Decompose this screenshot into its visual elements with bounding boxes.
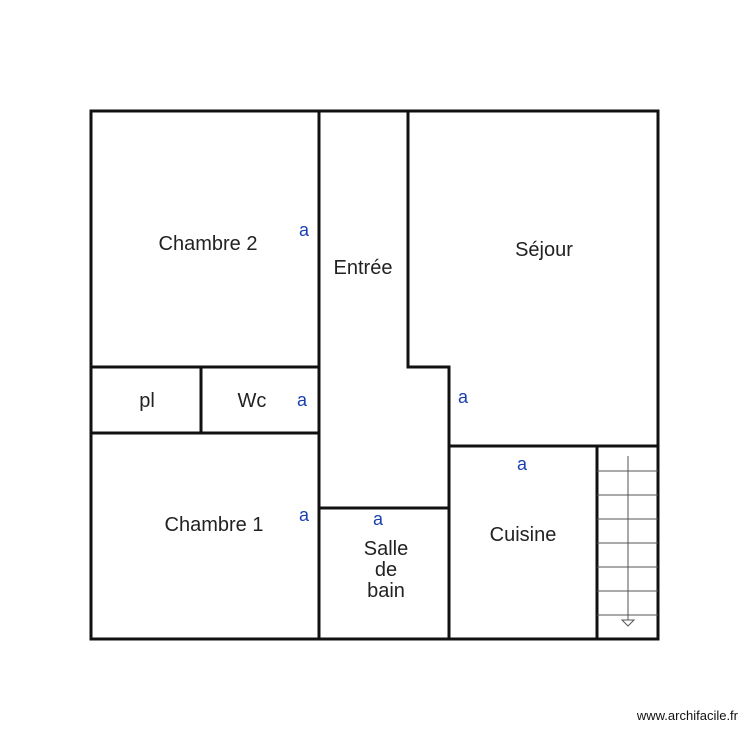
room-label-salle-de-bain-line3: bain [367, 580, 405, 602]
room-label-cuisine: Cuisine [490, 524, 557, 546]
room-label-sejour: Séjour [515, 239, 573, 261]
room-label-salle-de-bain-line1: Salle [364, 538, 408, 560]
marker-salle-de-bain: a [373, 509, 384, 529]
watermark: www.archifacile.fr [636, 708, 738, 723]
marker-wc: a [297, 390, 308, 410]
room-label-wc: Wc [238, 390, 267, 412]
marker-chambre-1: a [299, 505, 310, 525]
marker-cuisine: a [517, 454, 528, 474]
marker-sejour: a [458, 387, 469, 407]
marker-chambre-2: a [299, 220, 310, 240]
room-label-pl: pl [139, 390, 155, 412]
room-label-chambre-1: Chambre 1 [165, 514, 264, 536]
stair-arrow-icon [620, 619, 636, 627]
staircase [597, 456, 658, 627]
room-label-chambre-2: Chambre 2 [159, 233, 258, 255]
room-label-entree: Entrée [334, 257, 393, 279]
room-label-salle-de-bain-line2: de [375, 559, 397, 581]
